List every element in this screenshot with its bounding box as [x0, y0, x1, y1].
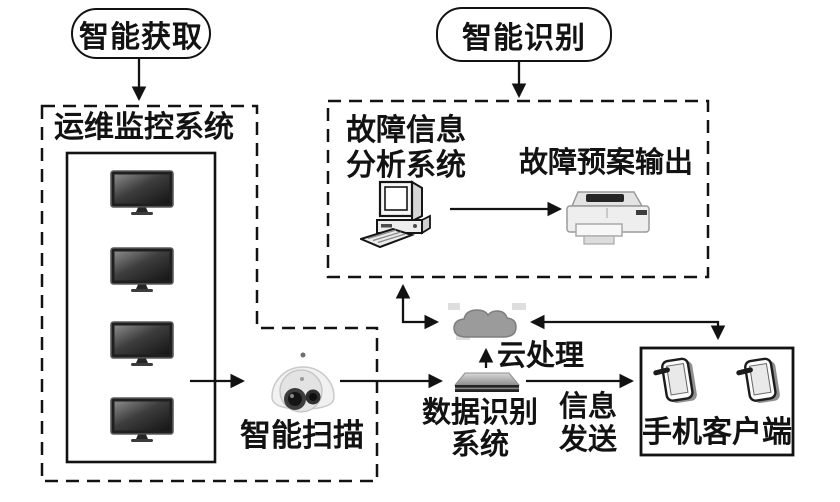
plan-output-label: 故障预案输出 [518, 145, 693, 179]
data-recognition-line1: 数据识别 [421, 395, 538, 429]
ops-monitoring-dashed-region [40, 104, 379, 483]
flat-server-icon [453, 370, 521, 400]
bubble-acquire-label: 智能获取 [79, 19, 203, 55]
cloud-label: 云处理 [497, 338, 585, 372]
bubble-recognize-label: 智能识别 [462, 20, 586, 56]
scanner-label: 智能扫描 [240, 418, 364, 454]
bubble-intelligent-recognition: 智能识别 [436, 7, 612, 62]
desktop-computer-icon [358, 179, 438, 253]
smartphone-icon [735, 357, 783, 415]
smartphone-icon [652, 357, 700, 415]
monitor-icon [110, 397, 174, 447]
monitor-icon [110, 321, 174, 371]
mobile-client-label: 手机客户端 [642, 415, 792, 450]
arrow-analysis-to-printer [450, 201, 563, 217]
data-recognition-label: 数据识别 系统 [410, 396, 550, 460]
cloud-icon [448, 302, 526, 346]
info-send-line2: 发送 [558, 422, 617, 456]
bubble-intelligent-acquisition: 智能获取 [71, 8, 211, 59]
analysis-title-line1: 故障信息 [346, 113, 466, 148]
dome-camera-icon [266, 350, 340, 424]
ops-system-title: 运维监控系统 [54, 110, 234, 145]
info-send-line1: 信息 [558, 389, 617, 423]
monitor-icon [110, 170, 174, 220]
data-recognition-line2: 系统 [450, 427, 509, 461]
arrow-analysis-cloud-bidirectional [395, 283, 440, 330]
monitor-icon [110, 247, 174, 297]
fault-analysis-dashed-box [326, 99, 710, 279]
arrow-cloud-mobile-bidirectional [529, 314, 726, 341]
monitor-wall-box [65, 151, 217, 464]
printer-icon [564, 190, 652, 250]
analysis-system-title: 故障信息 分析系统 [346, 113, 466, 183]
analysis-title-line2: 分析系统 [346, 148, 466, 183]
info-send-label: 信息 发送 [551, 390, 625, 456]
